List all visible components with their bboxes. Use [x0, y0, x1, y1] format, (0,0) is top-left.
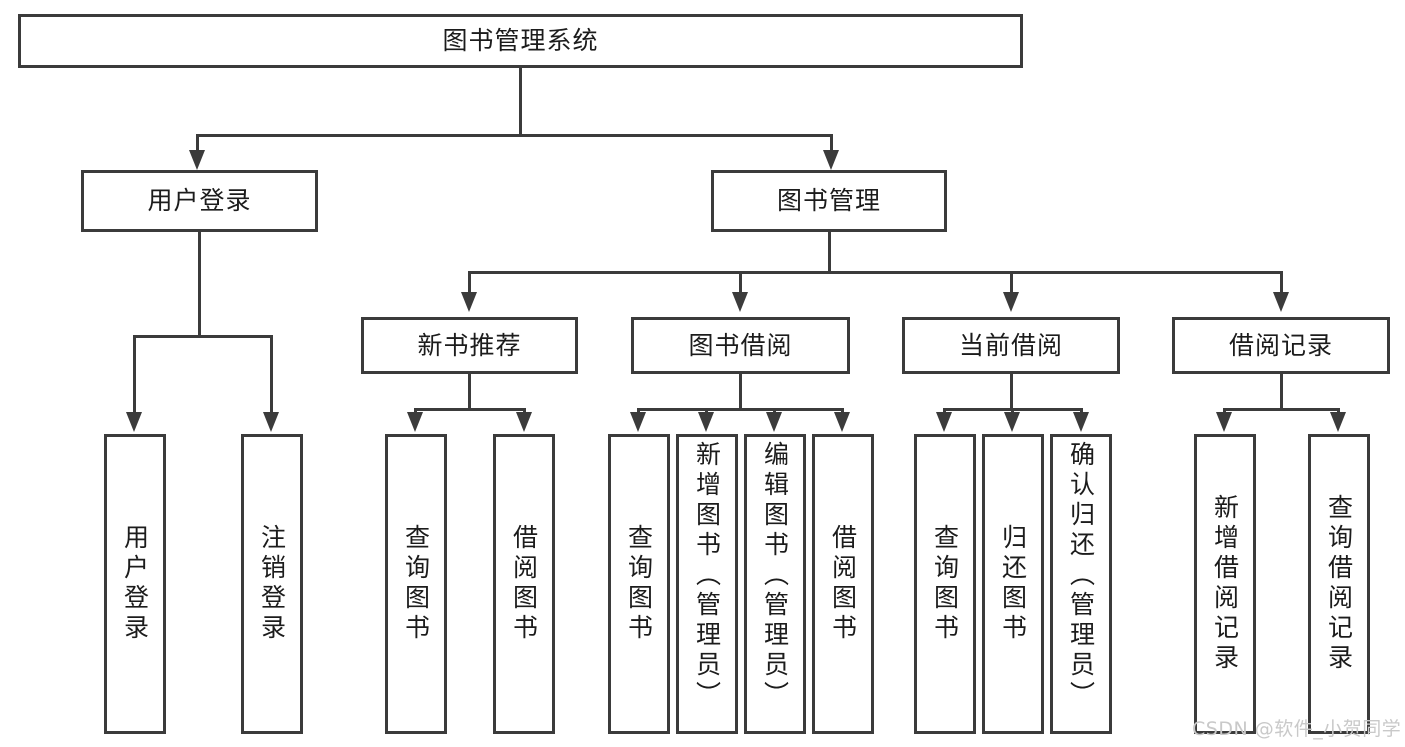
- leaf-nbr-borrow-book[interactable]: 借阅图书: [493, 434, 555, 734]
- node-label: 查询借阅记录: [1324, 494, 1354, 674]
- arrow-nbr-leaf-2: [516, 412, 532, 432]
- arrow-br-leaf-1: [1216, 412, 1232, 432]
- edge-root-stem: [519, 68, 522, 134]
- edge-bm-drop-4: [1280, 271, 1283, 295]
- arrow-cb-leaf-3: [1073, 412, 1089, 432]
- arrow-to-current-borrow: [1003, 292, 1019, 312]
- edge-cb-stem: [1010, 374, 1013, 410]
- edge-bm-drop-2: [739, 271, 742, 295]
- edge-nbr-bus: [414, 408, 526, 411]
- node-label: 归还图书: [998, 524, 1028, 644]
- node-label: 查询图书: [401, 524, 431, 644]
- node-new-book-recommend[interactable]: 新书推荐: [361, 317, 578, 374]
- edge-bb-stem: [739, 374, 742, 410]
- arrow-bb-leaf-2: [698, 412, 714, 432]
- node-label: 图书管理: [776, 186, 881, 216]
- arrow-user-login-leaf-2: [263, 412, 279, 432]
- node-label: 查询图书: [624, 524, 654, 644]
- node-label: 查询图书: [930, 524, 960, 644]
- arrow-to-borrow-record: [1273, 292, 1289, 312]
- node-label: 注销登录: [257, 524, 287, 644]
- node-book-borrow[interactable]: 图书借阅: [631, 317, 850, 374]
- edge-br-bus: [1223, 408, 1340, 411]
- node-label: 借阅图书: [828, 524, 858, 644]
- edge-bm-drop-1: [468, 271, 471, 295]
- leaf-bb-borrow-book[interactable]: 借阅图书: [812, 434, 874, 734]
- arrow-bb-leaf-3: [766, 412, 782, 432]
- node-current-borrow[interactable]: 当前借阅: [902, 317, 1120, 374]
- edge-book-management-stem: [828, 232, 831, 273]
- arrow-to-book-borrow: [732, 292, 748, 312]
- node-user-login[interactable]: 用户登录: [81, 170, 318, 232]
- node-label: 图书借阅: [688, 330, 793, 360]
- node-label: 用户登录: [120, 524, 150, 644]
- arrow-bb-leaf-1: [630, 412, 646, 432]
- node-label: 确认归还（管理员）: [1066, 441, 1096, 711]
- node-label: 当前借阅: [958, 330, 1063, 360]
- leaf-user-login-login[interactable]: 用户登录: [104, 434, 166, 734]
- leaf-bb-edit-book-admin[interactable]: 编辑图书（管理员）: [744, 434, 806, 734]
- edge-root-to-user-login: [196, 134, 199, 156]
- leaf-nbr-query-book[interactable]: 查询图书: [385, 434, 447, 734]
- node-label: 新增借阅记录: [1210, 494, 1240, 674]
- arrow-cb-leaf-1: [936, 412, 952, 432]
- node-label: 新增图书（管理员）: [692, 441, 722, 711]
- leaf-br-add-record[interactable]: 新增借阅记录: [1194, 434, 1256, 734]
- edge-bb-bus: [637, 408, 844, 411]
- node-label: 借阅图书: [509, 524, 539, 644]
- edge-user-login-drop-2: [270, 335, 273, 415]
- edge-root-to-book-management: [830, 134, 833, 156]
- leaf-cb-return-book[interactable]: 归还图书: [982, 434, 1044, 734]
- edge-br-stem: [1280, 374, 1283, 410]
- arrow-nbr-leaf-1: [407, 412, 423, 432]
- edge-user-login-stem: [198, 232, 201, 335]
- edge-user-login-bus: [133, 335, 273, 338]
- leaf-bb-query-book[interactable]: 查询图书: [608, 434, 670, 734]
- node-label: 用户登录: [147, 186, 252, 216]
- leaf-br-query-record[interactable]: 查询借阅记录: [1308, 434, 1370, 734]
- node-label: 借阅记录: [1228, 330, 1333, 360]
- arrow-to-new-book-recommend: [461, 292, 477, 312]
- node-label: 图书管理系统: [442, 26, 599, 56]
- edge-nbr-stem: [468, 374, 471, 410]
- arrow-br-leaf-2: [1330, 412, 1346, 432]
- node-book-management[interactable]: 图书管理: [711, 170, 947, 232]
- edge-book-management-bus: [468, 271, 1280, 274]
- leaf-bb-add-book-admin[interactable]: 新增图书（管理员）: [676, 434, 738, 734]
- csdn-watermark: CSDN @软件_小贺同学: [1192, 718, 1402, 740]
- edge-bm-drop-3: [1010, 271, 1013, 295]
- arrow-to-book-management: [823, 150, 839, 170]
- node-borrow-record[interactable]: 借阅记录: [1172, 317, 1390, 374]
- node-label: 新书推荐: [417, 330, 522, 360]
- arrow-to-user-login: [189, 150, 205, 170]
- leaf-cb-confirm-return-admin[interactable]: 确认归还（管理员）: [1050, 434, 1112, 734]
- edge-root-bus: [196, 134, 833, 137]
- leaf-cb-query-book[interactable]: 查询图书: [914, 434, 976, 734]
- leaf-user-login-logout[interactable]: 注销登录: [241, 434, 303, 734]
- arrow-cb-leaf-2: [1004, 412, 1020, 432]
- edge-user-login-drop-1: [133, 335, 136, 415]
- arrow-user-login-leaf-1: [126, 412, 142, 432]
- node-label: 编辑图书（管理员）: [760, 441, 790, 711]
- arrow-bb-leaf-4: [834, 412, 850, 432]
- node-root-book-management-system[interactable]: 图书管理系统: [18, 14, 1023, 68]
